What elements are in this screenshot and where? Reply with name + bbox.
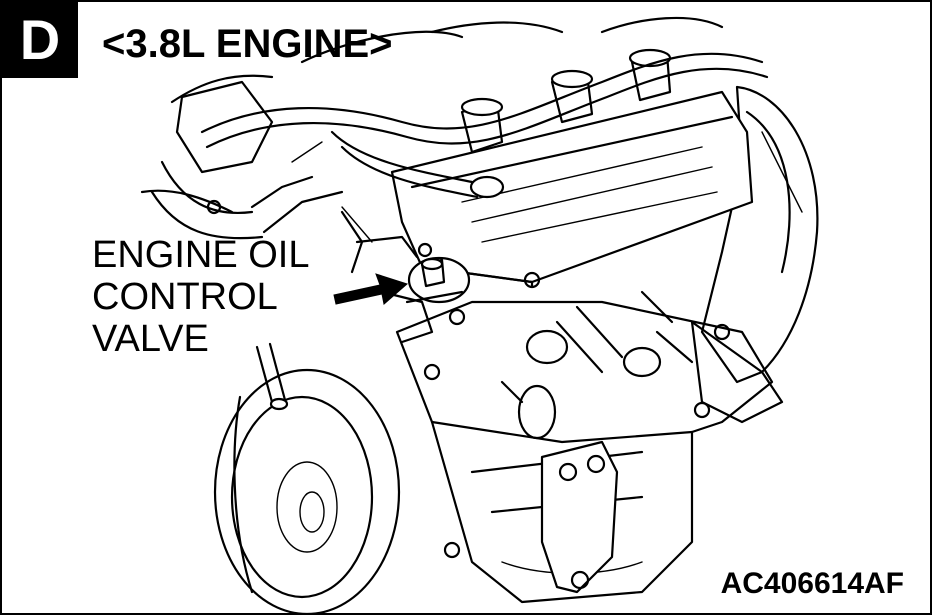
flywheel — [213, 368, 401, 613]
intake-side — [140, 80, 434, 344]
part-callout-label: ENGINE OIL CONTROL VALVE — [92, 234, 310, 360]
callout-line-1: ENGINE OIL — [92, 234, 310, 276]
timing-cover — [690, 85, 819, 424]
callout-line-2: CONTROL — [92, 276, 278, 318]
oil-control-valve — [405, 256, 471, 304]
panel-letter-badge: D — [2, 2, 78, 78]
wiring-harness — [150, 16, 769, 243]
diagram-title: <3.8L ENGINE> — [102, 22, 393, 66]
pointer-arrow — [333, 273, 408, 305]
figure-code: AC406614AF — [720, 567, 904, 600]
dipstick-tube — [255, 342, 289, 411]
callout-line-3: VALVE — [92, 318, 209, 360]
engine-block — [395, 290, 774, 604]
